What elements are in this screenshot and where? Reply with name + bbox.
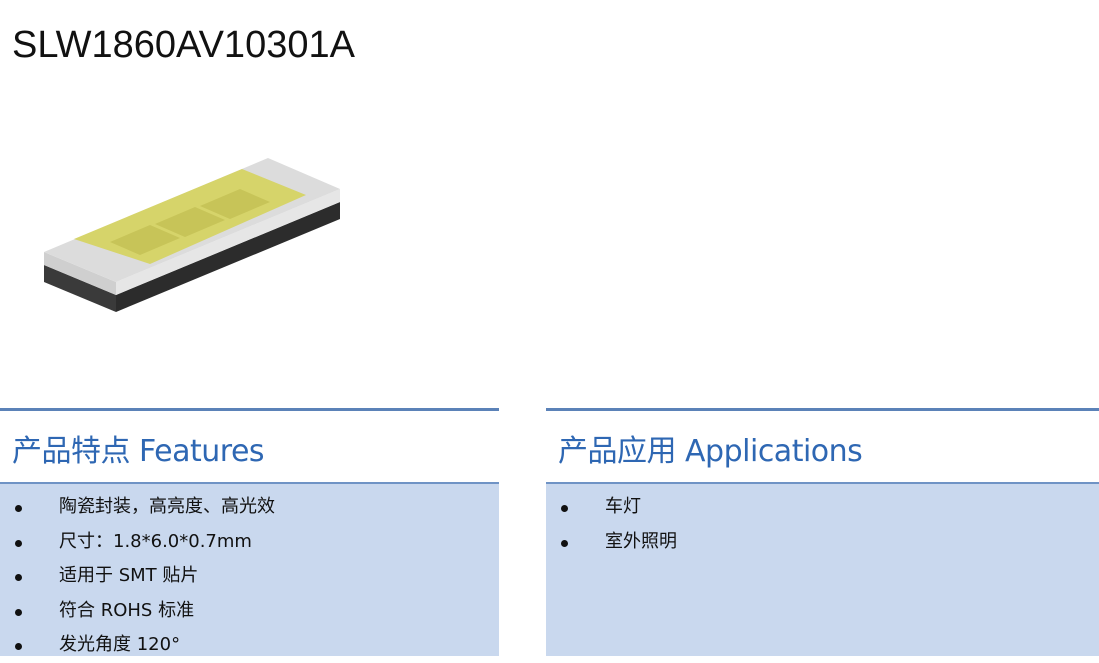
bullet-icon: [15, 539, 22, 547]
layer-white-right: [116, 189, 340, 295]
feature-item: 陶瓷封装，高亮度、高光效: [0, 490, 499, 525]
features-heading: 产品特点 Features: [12, 434, 265, 469]
feature-item: 发光角度 120°: [0, 628, 499, 663]
applications-panel: 产品应用 Applications 车灯 室外照明: [546, 408, 1099, 656]
applications-top-rule: [546, 408, 1099, 411]
applications-heading: 产品应用 Applications: [558, 434, 863, 469]
feature-item: 适用于 SMT 贴片: [0, 559, 499, 594]
feature-item: 符合 ROHS 标准: [0, 594, 499, 629]
feature-item: 尺寸：1.8*6.0*0.7mm: [0, 525, 499, 560]
bullet-icon: [561, 539, 568, 547]
led-chip-illustration: [44, 158, 340, 312]
chip-die-2: [155, 207, 225, 237]
applications-list: 车灯 室外照明: [546, 484, 1099, 559]
base-front-left: [44, 265, 116, 312]
bullet-icon: [15, 574, 22, 581]
chip-die-1: [110, 225, 180, 255]
bullet-icon: [15, 608, 22, 616]
led-product-image: [40, 140, 360, 324]
bullet-icon: [15, 505, 22, 512]
features-top-rule: [0, 408, 499, 411]
features-list: 陶瓷封装，高亮度、高光效 尺寸：1.8*6.0*0.7mm 适用于 SMT 贴片…: [0, 484, 499, 663]
application-item: 室外照明: [546, 525, 1099, 560]
features-panel: 产品特点 Features 陶瓷封装，高亮度、高光效 尺寸：1.8*6.0*0.…: [0, 408, 499, 656]
application-item: 车灯: [546, 490, 1099, 525]
base-front-right: [116, 202, 340, 312]
layer-white-left: [44, 252, 116, 295]
product-title: SLW1860AV10301A: [12, 24, 355, 66]
applications-list-box: 车灯 室外照明: [546, 482, 1099, 656]
features-list-box: 陶瓷封装，高亮度、高光效 尺寸：1.8*6.0*0.7mm 适用于 SMT 贴片…: [0, 482, 499, 656]
bullet-icon: [561, 505, 568, 512]
chip-die-3: [200, 189, 270, 219]
bullet-icon: [15, 643, 22, 650]
